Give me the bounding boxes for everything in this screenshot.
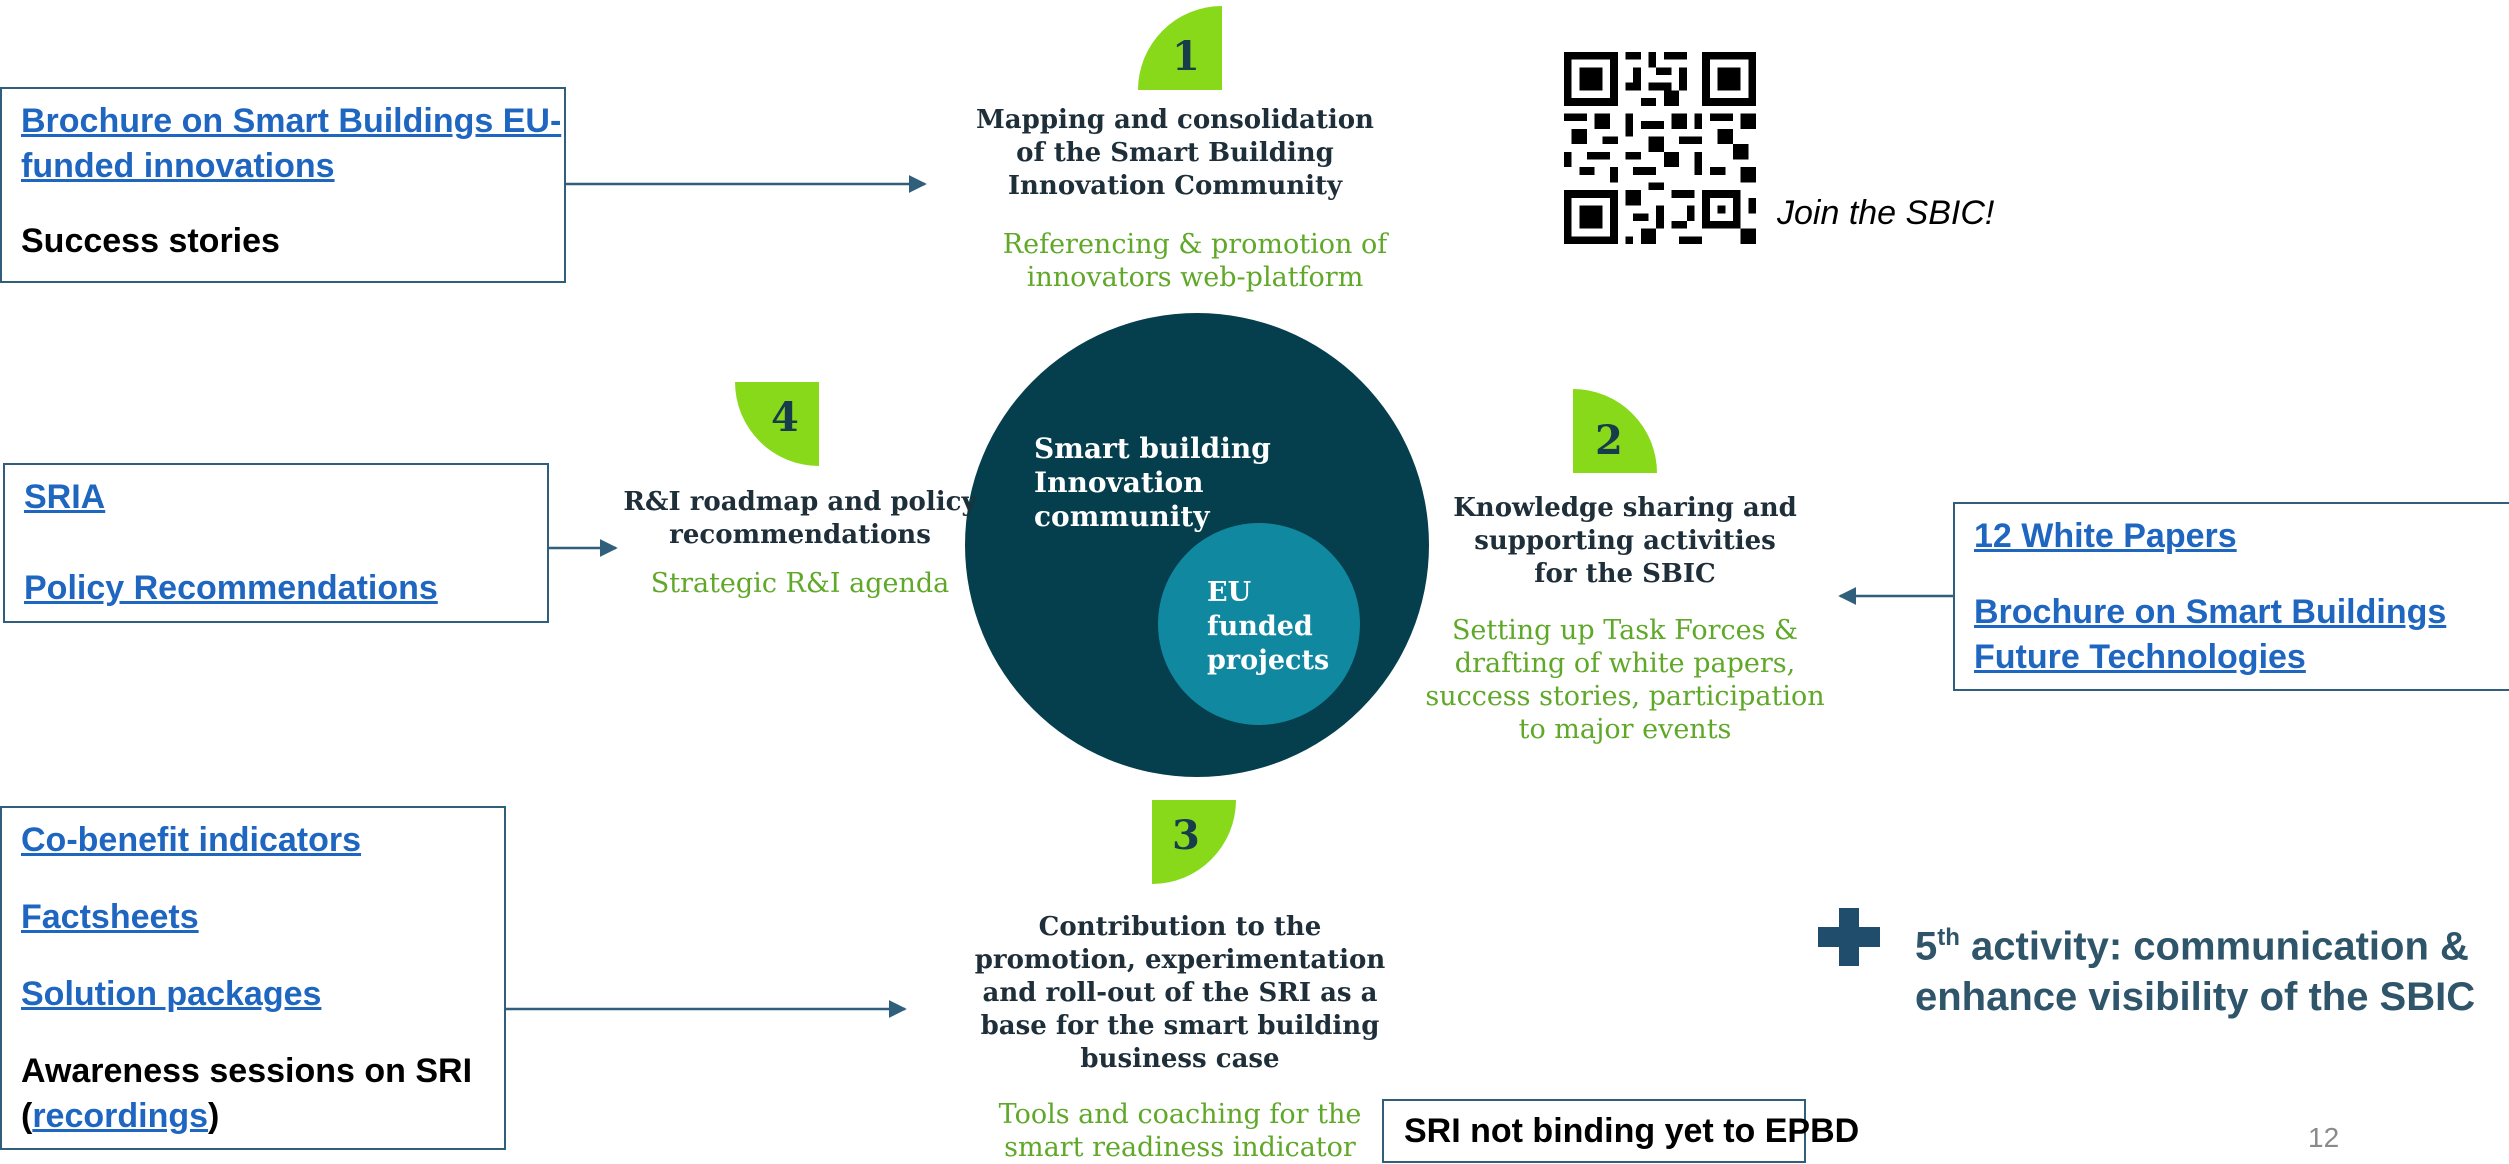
fifth-rest: activity: communication &	[1959, 924, 2469, 969]
sri-resources-box: Co-benefit indicators Factsheets Solutio…	[0, 806, 506, 1150]
white-papers-link[interactable]: 12 White Papers	[1974, 517, 2237, 555]
success-stories-text: Success stories	[21, 222, 280, 260]
activity-1-sub-line: Referencing & promotion of	[1002, 229, 1388, 260]
fifth-activity-text: 5th activity: communication & enhance vi…	[1915, 912, 2475, 1023]
recordings-link[interactable]: recordings	[32, 1097, 209, 1135]
awareness-sessions-text: Awareness sessions on SRI	[21, 1052, 473, 1090]
inner-circle-line: projects	[1207, 645, 1330, 676]
activity-3-title-line: and roll-out of the SRI as a	[982, 978, 1378, 1008]
activity-1-subtitle: Referencing & promotion of innovators we…	[960, 228, 1430, 294]
activity-2-badge-shape	[1573, 389, 1657, 473]
brochure-future-technologies-link[interactable]: Brochure on Smart Buildings	[1974, 593, 2447, 631]
activity-2-sub-line: Setting up Task Forces &	[1451, 615, 1799, 646]
brochure-eu-innovations-box: Brochure on Smart Buildings EU- funded i…	[0, 87, 566, 283]
activity-4-sub-line: Strategic R&I agenda	[650, 568, 950, 599]
activity-4-subtitle: Strategic R&I agenda	[620, 567, 980, 600]
sri-note-box: SRI not binding yet to EPBD	[1382, 1099, 1859, 1163]
brochure-eu-innovations-link[interactable]: Brochure on Smart Buildings EU-	[21, 102, 562, 140]
activity-2-sub-line: to major events	[1518, 714, 1732, 745]
activity-2-title-line: for the SBIC	[1534, 559, 1716, 589]
sria-link[interactable]: SRIA	[24, 478, 106, 516]
activity-3-title-line: promotion, experimentation	[974, 945, 1386, 975]
activity-1-number: 1	[1172, 33, 1200, 80]
activity-2-sub-line: drafting of white papers,	[1454, 648, 1796, 679]
sri-note-text: SRI not binding yet to EPBD	[1404, 1112, 1860, 1150]
community-circle-diagram	[965, 313, 1429, 777]
fifth-number: 5	[1915, 924, 1938, 969]
recordings-line: (recordings)	[21, 1094, 219, 1139]
page-number: 12	[2308, 1122, 2340, 1153]
activity-1-title-line: of the Smart Building	[1016, 138, 1334, 168]
inner-circle-label: EU funded projects	[1207, 576, 1329, 678]
outer-circle-line: Smart building	[1034, 432, 1271, 465]
activity-1-badge-shape	[1138, 6, 1222, 90]
activity-1-title-line: Mapping and consolidation	[976, 105, 1374, 135]
inner-eu-projects-circle	[1158, 523, 1360, 725]
activity-2-title: Knowledge sharing and supporting activit…	[1440, 492, 1810, 591]
qr-code-image[interactable]	[1563, 52, 1757, 244]
outer-circle-line: community	[1034, 500, 1210, 533]
activity-3-sub-line: smart readiness indicator	[1004, 1132, 1356, 1163]
policy-recommendations-link[interactable]: Policy Recommendations	[24, 569, 438, 607]
activity-2-number: 2	[1595, 417, 1623, 464]
activity-3-title-line: Contribution to the	[1038, 912, 1322, 942]
fifth-ordinal: th	[1937, 924, 1960, 951]
activity-3-number: 3	[1172, 812, 1200, 859]
brochure-eu-innovations-link[interactable]: funded innovations	[21, 147, 335, 185]
activity-1-title: Mapping and consolidation of the Smart B…	[960, 104, 1390, 203]
close-paren: )	[208, 1097, 220, 1135]
sria-policy-box: SRIA Policy Recommendations	[3, 463, 549, 623]
open-paren: (	[21, 1097, 33, 1135]
solution-packages-link[interactable]: Solution packages	[21, 975, 322, 1013]
activity-4-title-line: recommendations	[669, 520, 931, 550]
activity-4-title-line: R&I roadmap and policy	[623, 487, 977, 517]
white-papers-box: 12 White Papers Brochure on Smart Buildi…	[1953, 502, 2509, 691]
fifth-activity-line-1: 5th activity: communication &	[1915, 912, 2475, 972]
activity-4-number: 4	[771, 394, 799, 441]
activity-3-sub-line: Tools and coaching for the	[998, 1099, 1362, 1130]
activity-1-sub-line: innovators web-platform	[1026, 262, 1364, 293]
activity-1-title-line: Innovation Community	[1007, 171, 1343, 201]
activity-2-title-line: Knowledge sharing and	[1453, 493, 1797, 523]
activity-3-title-line: base for the smart building	[980, 1011, 1380, 1041]
outer-circle-line: Innovation	[1034, 466, 1204, 499]
activity-3-subtitle: Tools and coaching for the smart readine…	[970, 1098, 1390, 1164]
factsheets-link[interactable]: Factsheets	[21, 898, 199, 936]
inner-circle-line: funded	[1207, 611, 1313, 642]
plus-icon	[1818, 908, 1880, 966]
activity-3-badge-shape	[1152, 800, 1236, 884]
activity-2-subtitle: Setting up Task Forces & drafting of whi…	[1420, 614, 1830, 746]
brochure-future-technologies-link[interactable]: Future Technologies	[1974, 638, 2306, 676]
outer-circle-label: Smart building Innovation community	[1034, 432, 1271, 534]
activity-3-title: Contribution to the promotion, experimen…	[960, 911, 1400, 1076]
inner-circle-line: EU	[1207, 577, 1252, 608]
fifth-activity-line-2: enhance visibility of the SBIC	[1915, 975, 2476, 1020]
activity-2-sub-line: success stories, participation	[1425, 681, 1825, 712]
co-benefit-indicators-link[interactable]: Co-benefit indicators	[21, 821, 362, 859]
activity-4-badge-shape	[735, 382, 819, 466]
activity-2-title-line: supporting activities	[1474, 526, 1776, 556]
activity-3-title-line: business case	[1080, 1044, 1280, 1074]
activity-4-title: R&I roadmap and policy recommendations	[620, 486, 980, 552]
qr-caption: Join the SBIC!	[1777, 194, 1995, 232]
